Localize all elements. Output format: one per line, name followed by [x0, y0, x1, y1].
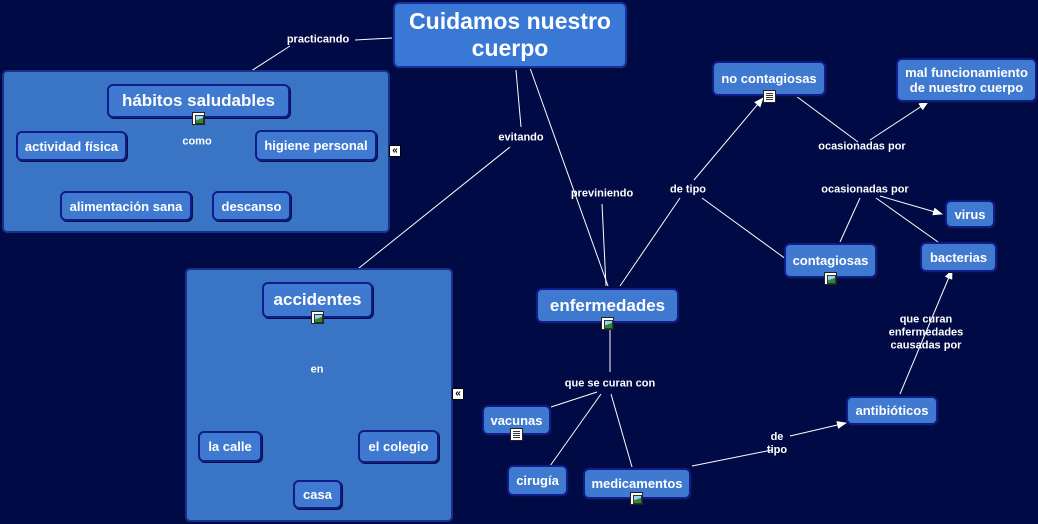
concept-calle[interactable]: la calle	[198, 431, 262, 462]
link-label-de-tipo[interactable]: de tipo	[669, 183, 707, 196]
connection-line	[693, 97, 764, 181]
concept-actividad[interactable]: actividad física	[16, 131, 127, 161]
link-label-en[interactable]: en	[310, 363, 324, 376]
concept-descanso[interactable]: descanso	[212, 191, 291, 221]
concept-higiene[interactable]: higiene personal	[255, 130, 377, 161]
connection-line	[549, 393, 602, 467]
connection-line	[789, 421, 847, 437]
connection-line	[795, 95, 859, 143]
concept-colegio[interactable]: el colegio	[358, 430, 439, 463]
concept-title[interactable]: Cuidamos nuestro cuerpo	[393, 2, 627, 68]
connection-line	[619, 197, 681, 287]
collapse-icon[interactable]: «	[452, 388, 464, 400]
concept-mal-funcionamiento[interactable]: mal funcionamiento de nuestro cuerpo	[896, 58, 1037, 102]
connection-line	[610, 393, 633, 468]
connection-line	[354, 37, 393, 41]
connection-line	[550, 391, 598, 408]
connection-line	[601, 203, 607, 287]
concept-virus[interactable]: virus	[945, 200, 995, 228]
concept-antibioticos[interactable]: antibióticos	[846, 396, 938, 425]
link-label-ocasionadas-por[interactable]: ocasionadas por	[821, 183, 909, 196]
document-icon[interactable]	[763, 90, 776, 103]
connection-line	[879, 195, 943, 216]
concept-cirugia[interactable]: cirugía	[507, 465, 568, 496]
connection-line	[869, 101, 929, 141]
concept-vacunas[interactable]: vacunas	[482, 405, 551, 435]
connection-line	[529, 67, 609, 287]
connection-line	[343, 146, 511, 281]
concept-bacterias[interactable]: bacterias	[920, 242, 997, 272]
document-icon[interactable]	[510, 428, 523, 441]
image-icon[interactable]	[601, 317, 614, 330]
link-label-como[interactable]: como	[182, 135, 212, 148]
link-label-ocasionadas-por[interactable]: ocasionadas por	[818, 140, 906, 153]
connection-line	[515, 69, 522, 128]
concept-alimentacion[interactable]: alimentación sana	[60, 191, 192, 221]
collapse-icon[interactable]: «	[389, 145, 401, 157]
connection-line	[839, 197, 861, 243]
link-label-practicando[interactable]: practicando	[286, 33, 350, 46]
connection-line	[691, 449, 773, 467]
link-label-previniendo[interactable]: previniendo	[570, 187, 634, 200]
connection-line	[899, 269, 953, 395]
link-label-evitando[interactable]: evitando	[498, 131, 544, 144]
link-label-que-curan[interactable]: que curan enfermedades causadas por	[888, 313, 964, 352]
connection-line	[875, 197, 939, 243]
connection-line	[701, 197, 791, 263]
image-icon[interactable]	[630, 492, 643, 505]
image-icon[interactable]	[192, 112, 205, 125]
image-icon[interactable]	[311, 311, 324, 324]
link-label-que-se-curan-con[interactable]: que se curan con	[564, 377, 656, 390]
concept-casa[interactable]: casa	[293, 480, 342, 509]
image-icon[interactable]	[824, 272, 837, 285]
link-label-de-tipo[interactable]: de tipo	[766, 431, 788, 456]
concept-medicamentos[interactable]: medicamentos	[583, 468, 691, 499]
